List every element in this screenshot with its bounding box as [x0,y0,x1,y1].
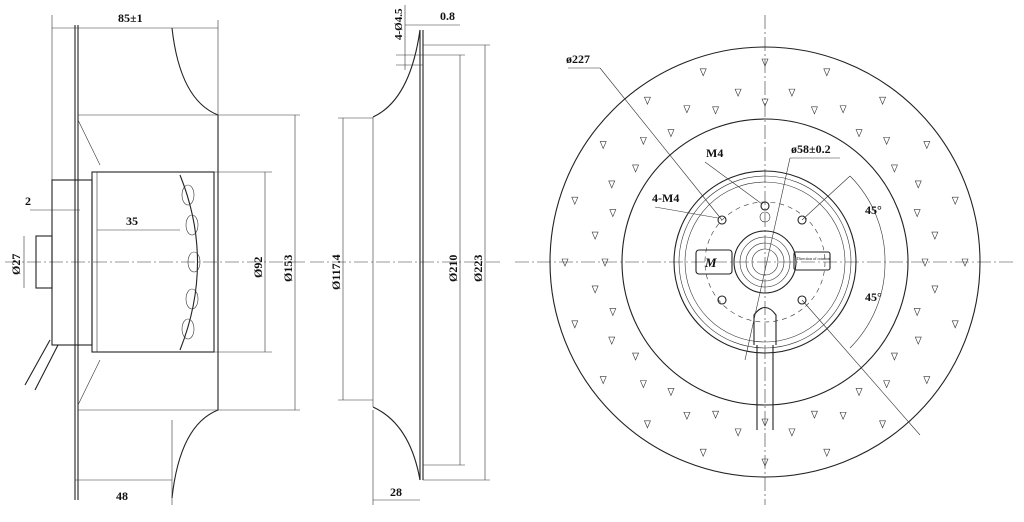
blade-hole [683,105,691,114]
blade-hole [609,209,617,218]
blade-hole [890,352,898,361]
dim-depth: 28 [390,485,402,499]
blade-hole [890,164,898,173]
dim-outer-dia: Ø223 [471,255,485,282]
blade-hole [879,420,887,429]
blade-hole [923,141,931,150]
blade-hole [632,164,640,173]
blade-hole [810,410,818,419]
blade-hole [683,411,691,421]
blade-hole [734,428,742,437]
brand-logo [695,249,733,275]
blade-hole [599,141,607,150]
blade-hole [667,388,675,397]
rotation-label-text: Direction of rotation [797,256,830,261]
label-angle-bottom: 45° [865,290,882,304]
blade-hole [839,411,847,421]
dim-body-dia: Ø153 [281,255,295,282]
dim-inlet-depth: 48 [116,489,128,503]
blade-hole [712,410,720,419]
blade-hole [639,380,647,389]
blade-hole [923,376,931,385]
label-hub-dia: ø58±0.2 [791,142,831,156]
blade-hole [855,388,863,397]
blade-hole [761,98,769,107]
dim-motor-dia: Ø92 [251,257,265,278]
blade-hole [571,196,579,205]
blade-hole [667,129,675,138]
blade-hole [810,106,818,115]
blade-hole [883,380,891,389]
blade-hole [788,428,796,437]
blade-hole [571,320,579,329]
front-view: M Direction of rotation ø227 M4 ø58±0.2 … [515,15,1015,505]
blade-hole [913,209,921,218]
blade-hole [855,129,863,138]
dim-holes: 4-Ø4.5 [393,8,405,40]
blade-hole [608,180,616,189]
label-thread: M4 [706,146,723,160]
blade-hole [632,352,640,361]
blade-hole [914,336,922,345]
blade-hole [699,448,707,457]
blade-hole [599,376,607,385]
blade-hole [639,137,647,146]
blade-hole [591,231,599,240]
blade-hole [608,336,616,345]
blade-hole [761,458,769,467]
blade-hole [788,88,796,97]
dim-hub-offset: 2 [25,194,31,208]
svg-text:M: M [704,255,717,270]
blade-hole [712,106,720,115]
blade-hole [961,258,969,267]
blade-hole [591,285,599,294]
blade-hole [913,308,921,317]
blade-hole [931,285,939,294]
blade-hole [839,105,847,114]
blade-holes [561,58,969,467]
dim-pcd: Ø210 [446,255,460,282]
blade-hole [883,137,891,146]
blade-hole [761,58,769,67]
blade-hole [879,96,887,105]
label-angle-top: 45° [865,203,882,217]
dim-motor-length: 35 [126,214,138,228]
blade-hole [643,420,651,429]
blade-hole [951,196,959,205]
side-view: 85±1 2 35 Ø27 Ø92 Ø153 48 [5,11,305,505]
blade-hole [734,88,742,97]
label-mount-threads: 4-M4 [652,191,679,205]
rotation-label [793,251,831,271]
mount-holes [717,201,807,305]
dim-thickness: 0.8 [440,9,455,23]
dim-inner-dia: Ø117.4 [329,254,343,290]
blade-hole [761,418,769,427]
blade-hole [921,258,929,267]
blade-hole [823,68,831,77]
profile-view: Ø117.4 Ø210 Ø223 4-Ø4.5 0.8 28 [310,5,500,505]
dim-width: 85±1 [118,11,143,25]
blade-hole [601,258,609,267]
blade-hole [699,68,707,77]
dim-shaft-dia: Ø27 [9,254,23,275]
label-impeller-dia: ø227 [566,52,590,66]
blade-hole [643,96,651,105]
blade-hole [609,308,617,317]
blade-hole [931,231,939,240]
blade-hole [561,258,569,267]
blade-hole [914,180,922,189]
blade-hole [823,448,831,457]
blade-hole [951,320,959,329]
